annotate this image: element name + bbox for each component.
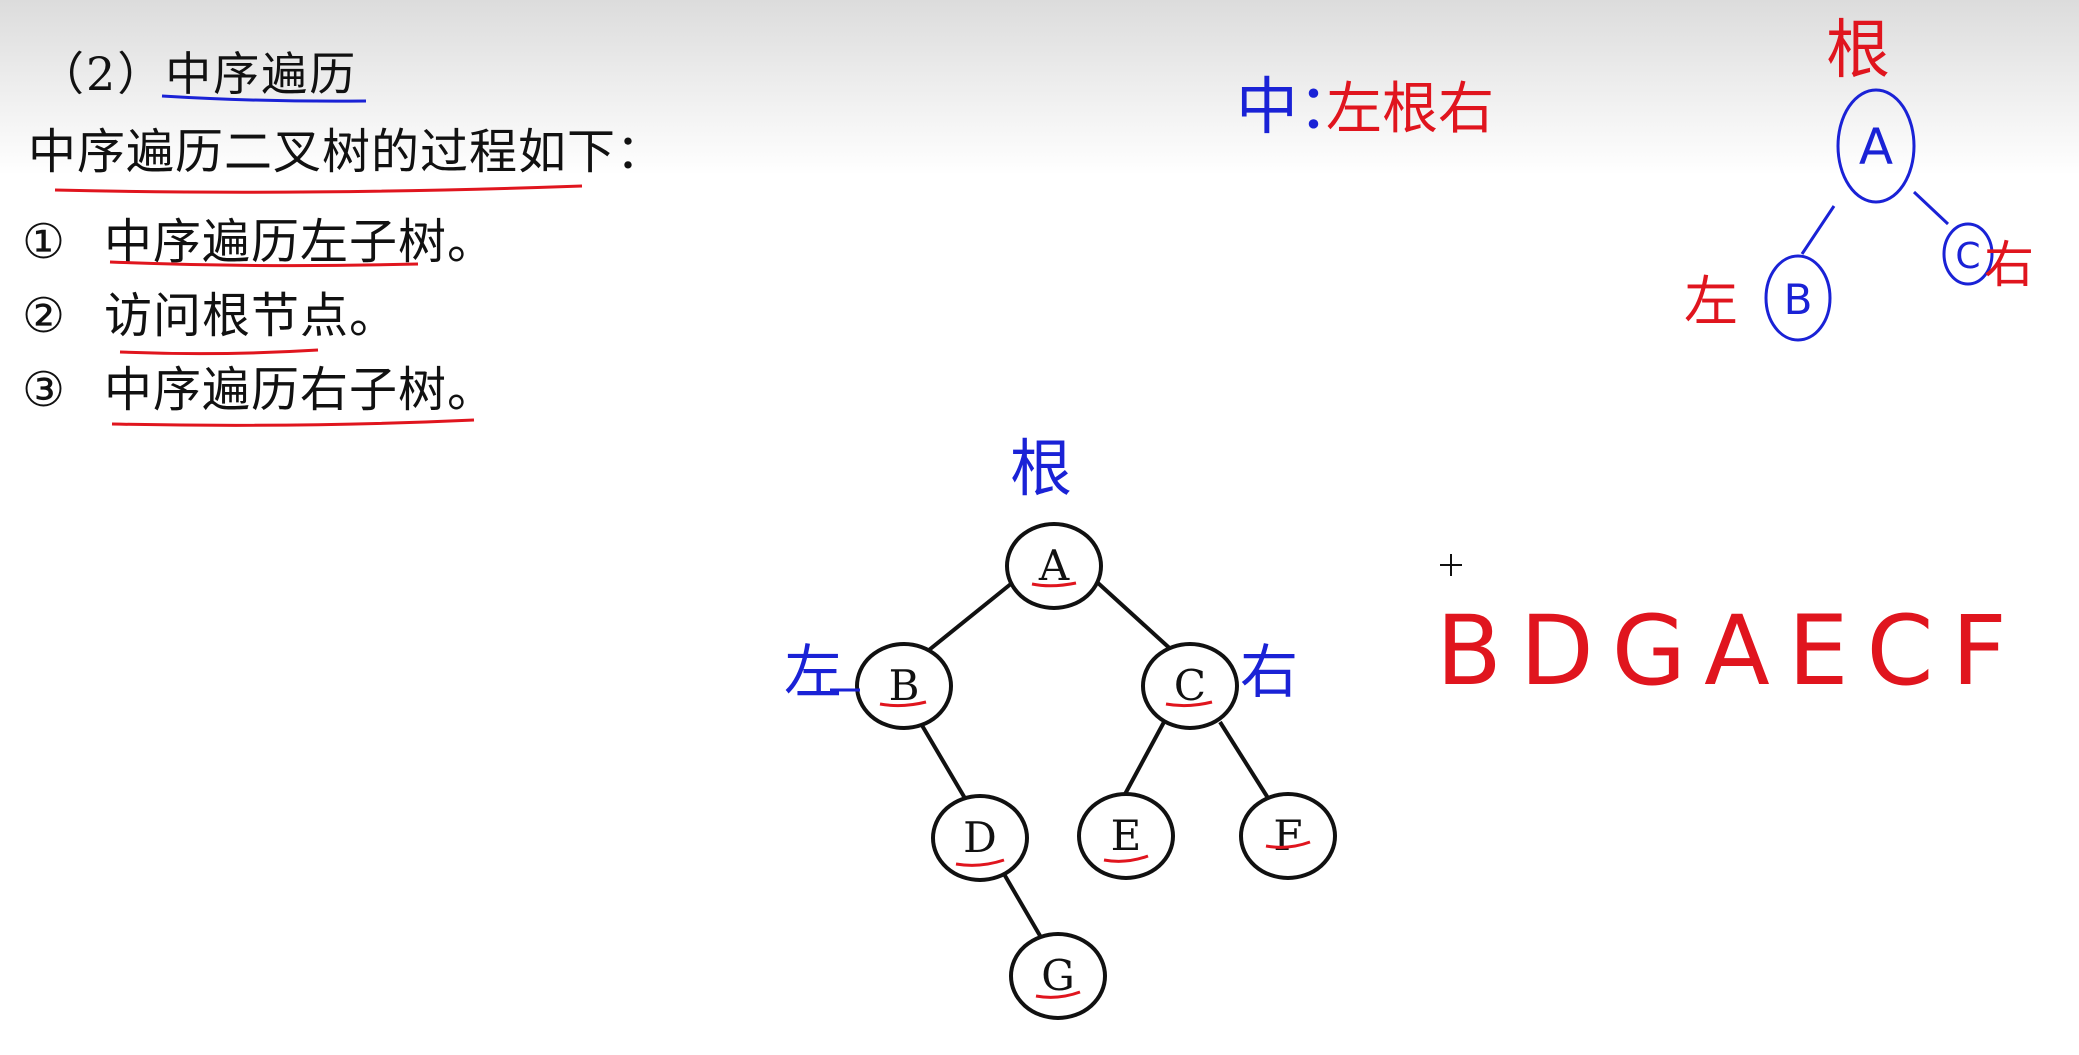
rule-prefix: 中： xyxy=(1236,70,1360,143)
tree-node-circle xyxy=(1239,792,1337,880)
step3-underline xyxy=(111,418,475,427)
tree-edge xyxy=(1122,721,1166,797)
rule-text: 左根右 xyxy=(1326,77,1494,142)
tree-edge xyxy=(1096,581,1178,656)
node-underline xyxy=(1103,854,1149,863)
mini-left-label: 左 xyxy=(1684,270,1738,333)
step-number: ③ xyxy=(22,362,67,418)
mini-node-right: C xyxy=(1955,236,1980,277)
mini-right-label: 右 xyxy=(1984,236,2034,294)
tree-node-label: G xyxy=(1041,951,1075,1000)
header-shade xyxy=(0,0,2079,175)
step-item: ③ 中序遍历右子树。 xyxy=(22,350,496,420)
node-underline xyxy=(1035,990,1081,999)
node-underline xyxy=(955,858,1005,867)
tree-node-label: E xyxy=(1111,811,1142,860)
cursor-crosshair-icon xyxy=(1440,554,1462,576)
mini-root-label: 根 xyxy=(1826,14,1890,88)
mini-node-circle xyxy=(1764,254,1832,342)
step-item: ② 访问根节点。 xyxy=(22,276,398,346)
node-underline xyxy=(1265,840,1311,849)
node-underline xyxy=(1165,700,1213,708)
tree-edge xyxy=(1002,872,1048,948)
tree-edge xyxy=(922,581,1014,656)
step-number: ② xyxy=(22,288,67,344)
tree-node-label: A xyxy=(1038,541,1070,590)
step2-underline xyxy=(119,348,319,356)
node-underline xyxy=(1031,581,1077,588)
mini-node-root: A xyxy=(1859,118,1893,176)
mini-node-left: B xyxy=(1784,275,1813,324)
mini-edge xyxy=(1912,190,1950,226)
tree-node-circle xyxy=(1005,522,1103,610)
step-number: ① xyxy=(22,214,67,270)
tree-node-label: D xyxy=(963,813,997,862)
section-number: （2） xyxy=(38,47,166,101)
mini-node-circle xyxy=(1942,222,1994,286)
tree-left-label: 左 xyxy=(784,638,842,706)
tree-edge xyxy=(918,720,968,802)
tree-right-label: 右 xyxy=(1240,638,1298,706)
intro-underline xyxy=(54,184,583,194)
heading-underline xyxy=(161,94,367,103)
tree-node-circle xyxy=(855,642,953,730)
tree-node-label: C xyxy=(1174,661,1206,710)
result-sequence: BDGAECF xyxy=(1436,595,2025,707)
tree-node-circle xyxy=(1077,792,1175,880)
mini-edge xyxy=(1800,205,1836,255)
step-item: ① 中序遍历左子树。 xyxy=(22,202,496,272)
intro-text: 中序遍历二叉树的过程如下： xyxy=(28,124,666,180)
mini-tree: 根 A B C 左 右 xyxy=(1684,14,2034,342)
tree-edge xyxy=(1218,720,1270,800)
section-title: 中序遍历 xyxy=(165,47,358,101)
binary-tree: A B C D E F G xyxy=(855,522,1337,1020)
node-underline xyxy=(879,700,927,708)
step-text: 中序遍历左子树。 xyxy=(104,214,497,270)
step-text: 访问根节点。 xyxy=(104,288,399,344)
section-heading: （2）中序遍历 xyxy=(38,38,357,104)
mini-node-circle xyxy=(1836,88,1916,204)
step-text: 中序遍历右子树。 xyxy=(104,362,497,418)
step1-underline xyxy=(109,260,419,268)
tree-node-circle xyxy=(1009,932,1107,1020)
tree-node-label: F xyxy=(1273,811,1302,860)
tree-node-label: B xyxy=(889,661,920,710)
tree-root-label: 根 xyxy=(1010,432,1072,505)
tree-node-circle xyxy=(1141,642,1239,730)
